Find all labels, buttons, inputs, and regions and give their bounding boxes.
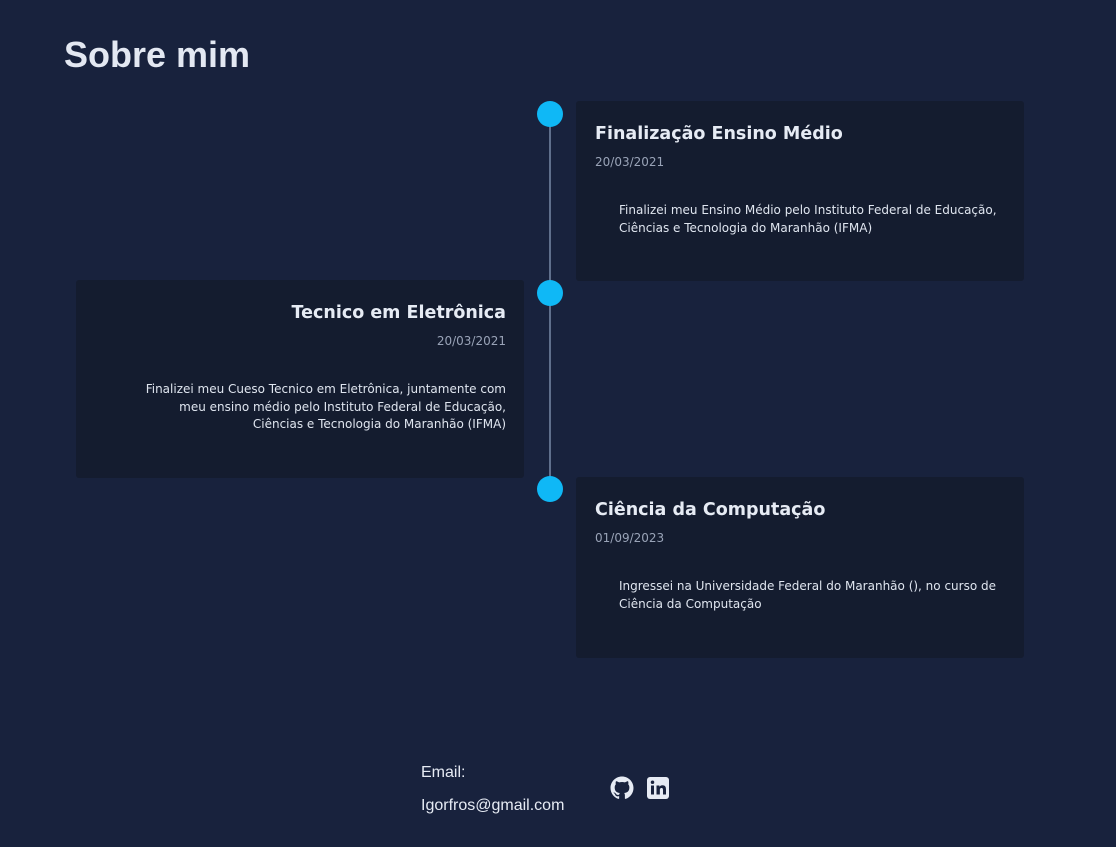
timeline-card-date: 20/03/2021 — [595, 155, 665, 169]
timeline-card-title: Tecnico em Eletrônica — [291, 303, 506, 323]
email-address: Igorfros@gmail.com — [421, 797, 565, 814]
timeline-card: Finalização Ensino Médio 20/03/2021 Fina… — [576, 101, 1024, 281]
timeline-dot — [537, 101, 563, 127]
timeline-card-description: Finalizei meu Ensino Médio pelo Institut… — [619, 203, 997, 235]
page-title: Sobre mim — [64, 34, 251, 75]
email-label: Email: — [421, 764, 466, 781]
timeline-dot — [537, 476, 563, 502]
timeline-card-description: Finalizei meu Cueso Tecnico em Eletrônic… — [145, 382, 506, 431]
timeline-card-date: 01/09/2023 — [595, 531, 665, 545]
timeline-card-title: Ciência da Computação — [595, 500, 826, 520]
linkedin-icon[interactable] — [646, 776, 670, 800]
timeline-card: Ciência da Computação 01/09/2023 Ingress… — [576, 477, 1024, 658]
timeline-card-title: Finalização Ensino Médio — [595, 124, 843, 144]
timeline-card-description: Ingressei na Universidade Federal do Mar… — [619, 579, 996, 611]
timeline-card-date: 20/03/2021 — [436, 334, 506, 348]
github-icon[interactable] — [610, 776, 634, 800]
timeline-card: Tecnico em Eletrônica 20/03/2021 Finaliz… — [76, 280, 524, 478]
timeline-dot — [537, 280, 563, 306]
